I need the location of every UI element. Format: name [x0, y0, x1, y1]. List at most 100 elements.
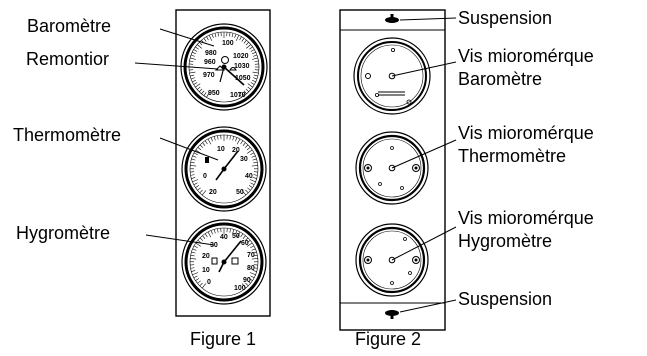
dial-tick	[248, 278, 253, 281]
barometer-scale-1020: 1020	[233, 53, 249, 60]
dial-tick	[253, 77, 257, 80]
dial-tick	[206, 91, 210, 98]
dial-tick	[193, 275, 198, 279]
dial-tick	[208, 35, 213, 41]
dial-tick	[247, 83, 253, 88]
dial-tick	[241, 283, 247, 289]
dial-tick	[213, 229, 216, 234]
dial-tick	[238, 91, 242, 98]
hygrometer-scale-80: 80	[247, 265, 255, 272]
label-screw-hygrometer-1: Vis mioromérque	[458, 208, 594, 228]
dial-tick	[190, 174, 195, 176]
dial-tick	[211, 34, 214, 38]
dial-tick	[251, 155, 256, 158]
barometer-ref-needle	[219, 66, 225, 83]
dial-tick	[192, 272, 199, 276]
dial-tick	[241, 190, 247, 196]
thermometer-scale-20: 20	[232, 147, 240, 154]
thermometer-scale-50: 50	[236, 189, 244, 196]
dial-tick	[250, 275, 255, 279]
leader-screw-hygrometer	[391, 226, 457, 261]
dial-tick	[249, 272, 256, 276]
dial-tick	[195, 242, 201, 247]
dial-tick	[202, 142, 206, 146]
leader-hanger-top	[399, 17, 457, 21]
leader-screw-barometer	[391, 61, 457, 77]
dial-tick	[206, 36, 209, 41]
figure-2-caption: Figure 2	[355, 329, 421, 349]
dial-tick	[191, 54, 195, 57]
label-hanger-bottom: Suspension	[458, 289, 552, 309]
dial-tick	[253, 174, 258, 176]
barometer-scale-960: 960	[204, 59, 216, 66]
label-screw-thermometer-2: Thermomètre	[458, 146, 566, 166]
dial-tick	[249, 46, 253, 50]
hanger-top-icon	[385, 14, 399, 23]
dial-tick	[201, 90, 205, 95]
thermometer-scale-0: 0	[203, 173, 207, 180]
dial-tick	[250, 49, 255, 52]
dial-tick	[193, 182, 198, 186]
dial-tick	[250, 182, 255, 186]
hygrometer-icon-dry	[211, 257, 218, 265]
dial-tick	[193, 82, 198, 85]
dial-tick	[251, 51, 256, 55]
dial-tick	[197, 187, 201, 191]
dial-tick	[236, 138, 241, 145]
dial-tick	[252, 251, 257, 254]
dial-tick	[234, 34, 237, 38]
dial-tick	[190, 57, 197, 60]
label-winder: Remontior	[26, 49, 109, 69]
dial-tick	[196, 44, 202, 49]
dial-tick	[191, 251, 196, 254]
dial-tick	[190, 74, 195, 77]
dial-tick	[251, 258, 258, 260]
dial-tick	[197, 147, 202, 151]
dial-tick	[190, 258, 197, 260]
dial-tick	[242, 235, 246, 239]
leader-barometer	[159, 28, 215, 47]
dial-tick	[245, 282, 249, 287]
dial-tick	[253, 254, 258, 257]
dial-tick	[229, 135, 231, 140]
leader-thermometer	[159, 137, 219, 161]
thermometer-scale-30: 30	[240, 156, 248, 163]
dial-tick	[193, 49, 198, 52]
dial-tick	[195, 278, 200, 281]
dial-tick	[199, 88, 203, 92]
dial-tick	[245, 88, 249, 92]
dial-tick	[241, 92, 245, 96]
label-screw-barometer-2: Baromètre	[458, 69, 542, 89]
dial-tick	[243, 90, 247, 95]
barometer-scale-1070: 1070	[230, 92, 246, 99]
barometer-scale-970: 970	[203, 72, 215, 79]
dial-tick	[190, 161, 195, 164]
dial-tick	[214, 33, 217, 38]
dial-tick	[197, 240, 202, 244]
dial-tick	[252, 270, 257, 272]
dial-tick	[240, 233, 244, 238]
dial-tick	[251, 248, 256, 251]
hygrometer-icon-wet	[231, 257, 239, 265]
barometer-dial: 960 980 100 1020 1030 1050 1070 950 970 …	[180, 23, 268, 111]
dial-tick	[201, 190, 207, 196]
dial-tick	[243, 39, 247, 44]
thermometer-icon	[205, 157, 209, 163]
hygrometer-scale-40: 40	[220, 234, 228, 241]
dial-tick	[252, 177, 257, 179]
dial-tick	[253, 161, 258, 164]
dial-tick	[229, 32, 231, 37]
svg-text:· · ·: · · ·	[218, 97, 223, 101]
leader-hanger-bottom	[399, 299, 457, 313]
dial-tick	[245, 189, 249, 194]
dial-tick	[246, 147, 251, 151]
dial-tick	[253, 267, 258, 269]
dial-tick	[251, 165, 258, 167]
label-screw-thermometer-1: Vis mioromérque	[458, 123, 594, 143]
dial-tick	[190, 254, 195, 257]
dial-tick	[195, 83, 201, 88]
dial-tick	[245, 42, 249, 46]
dial-tick	[239, 36, 242, 41]
dial-tick	[252, 71, 259, 74]
hygrometer-scale-70: 70	[247, 252, 255, 259]
